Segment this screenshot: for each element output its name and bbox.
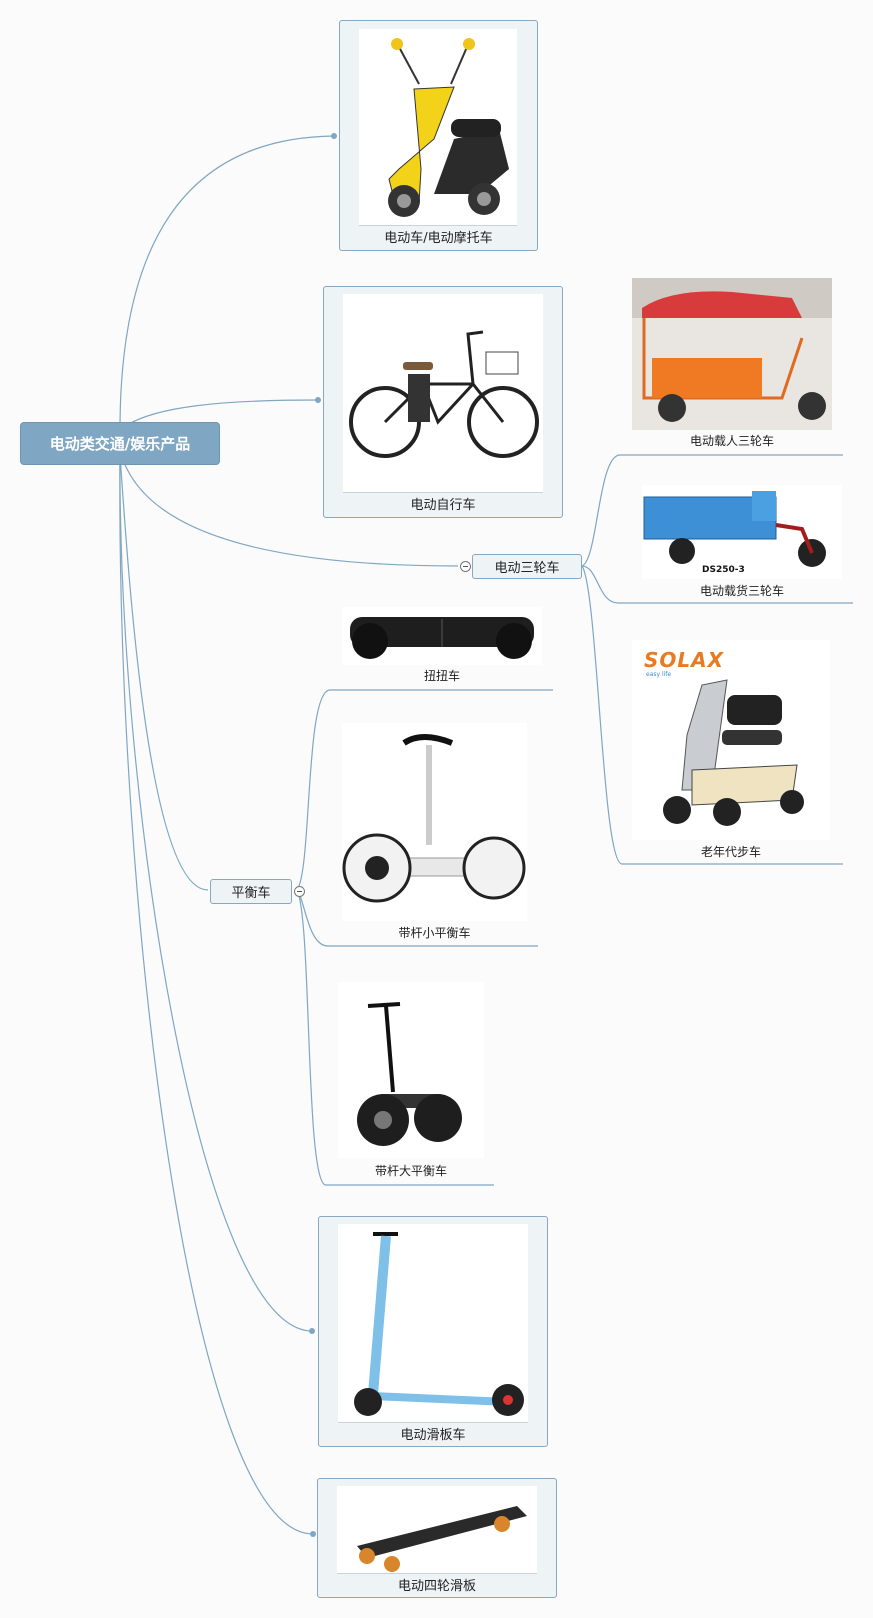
- skateboard-anchor-dot: [310, 1531, 316, 1537]
- large-balance-scooter-label: 带杆大平衡车: [374, 1164, 447, 1178]
- bicycle-image: [343, 294, 543, 493]
- hoverboard-label: 扭扭车: [423, 669, 460, 683]
- connector-mobility-scooter: [581, 565, 843, 865]
- connector-large-balance: [296, 889, 494, 1186]
- tricycle-topic[interactable]: 电动三轮车: [472, 554, 582, 579]
- cargo-tricycle-model-text: DS250-3: [702, 565, 745, 575]
- root-topic[interactable]: 电动类交通/娱乐产品: [20, 422, 220, 465]
- scooter-label: 电动车/电动摩托车: [384, 231, 493, 246]
- mobility-scooter-label: 老年代步车: [700, 845, 761, 859]
- root-label: 电动类交通/娱乐产品: [49, 435, 191, 453]
- cargo-tricycle-image: DS250-3: [642, 485, 842, 579]
- connector-hoverboard: [296, 689, 553, 891]
- balance-collapse-toggle[interactable]: [294, 886, 305, 897]
- connector-balance: [119, 454, 209, 891]
- balance-topic[interactable]: 平衡车: [210, 879, 292, 904]
- bicycle-card[interactable]: 电动自行车: [323, 286, 563, 518]
- passenger-tricycle-image: [632, 278, 832, 430]
- mobility-scooter-image: SOLAX easy life: [632, 640, 830, 840]
- kick-scooter-label: 电动滑板车: [400, 1428, 466, 1443]
- connector-skateboard: [119, 454, 314, 1535]
- connector-tricycle: [119, 449, 459, 567]
- connector-scooter: [119, 135, 335, 431]
- bicycle-label: 电动自行车: [410, 498, 476, 513]
- connector-cargo-tricycle: [581, 565, 853, 604]
- skateboard-card[interactable]: 电动四轮滑板: [317, 1478, 557, 1598]
- bicycle-anchor-dot: [315, 397, 321, 403]
- hoverboard-image: [342, 607, 542, 665]
- solax-tagline: easy life: [646, 671, 672, 678]
- solax-logo: SOLAX: [644, 648, 725, 672]
- kick-scooter-card[interactable]: 电动滑板车: [318, 1216, 548, 1447]
- large-balance-scooter-image: [338, 982, 484, 1158]
- connector-kick-scooter: [119, 454, 313, 1332]
- balance-label: 平衡车: [231, 886, 271, 901]
- cargo-tricycle-label: 电动载货三轮车: [699, 584, 784, 598]
- skateboard-image: [337, 1486, 537, 1574]
- connector-passenger-tricycle: [581, 454, 843, 567]
- connector-bicycle: [119, 399, 319, 431]
- kick-scooter-image: [338, 1224, 528, 1423]
- small-balance-scooter-label: 带杆小平衡车: [398, 926, 471, 940]
- scooter-image: [359, 29, 517, 226]
- tricycle-collapse-toggle[interactable]: [460, 561, 471, 572]
- passenger-tricycle-label: 电动载人三轮车: [689, 434, 774, 448]
- tricycle-label: 电动三轮车: [494, 561, 560, 576]
- scooter-card[interactable]: 电动车/电动摩托车: [339, 20, 538, 251]
- scooter-anchor-dot: [331, 133, 337, 139]
- small-balance-scooter-image: [342, 723, 527, 921]
- kick-scooter-anchor-dot: [309, 1328, 315, 1334]
- skateboard-label: 电动四轮滑板: [397, 1579, 476, 1594]
